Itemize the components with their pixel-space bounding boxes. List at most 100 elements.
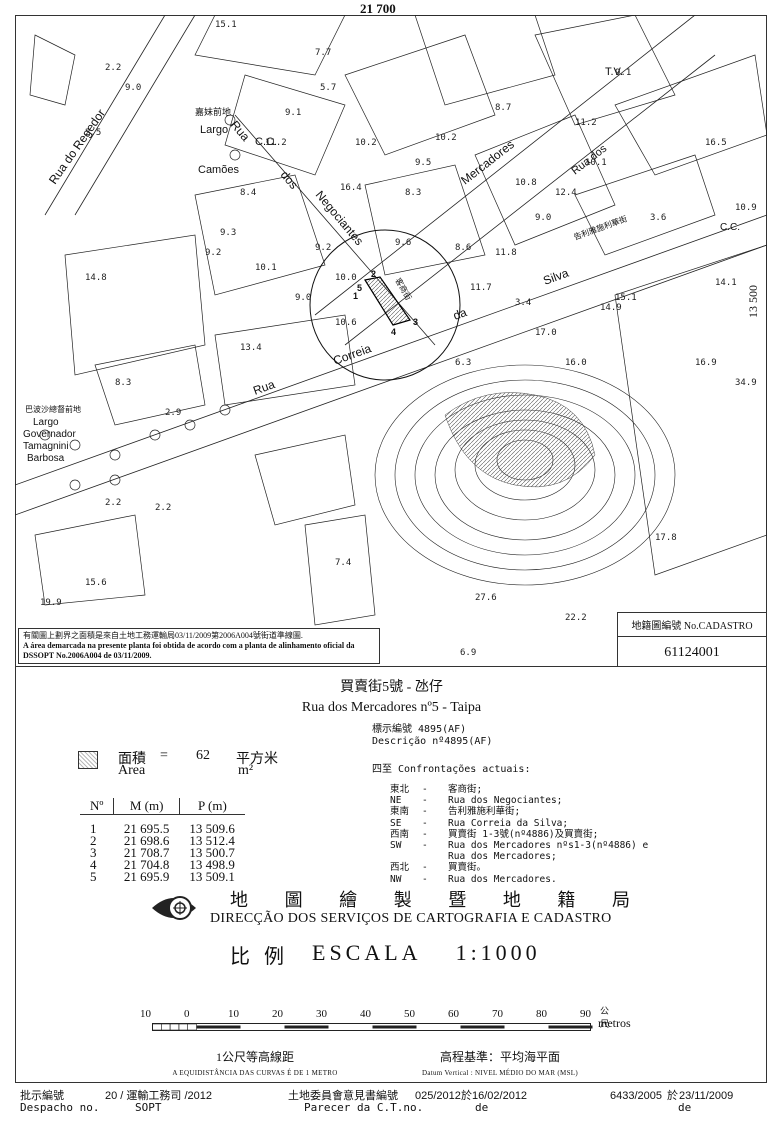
parecer-de: de bbox=[475, 1101, 489, 1114]
scale-bar-graphic bbox=[152, 1023, 593, 1031]
height-label: 10.1 bbox=[585, 158, 607, 168]
coord-m: 21 698.6 bbox=[123, 833, 170, 848]
height-label: 10.6 bbox=[335, 318, 357, 328]
height-label: 6.3 bbox=[455, 358, 471, 368]
description-zh: 標示編號 4895(AF) bbox=[372, 724, 467, 735]
height-label: 10.2 bbox=[435, 133, 457, 143]
height-label: 2.2 bbox=[105, 498, 121, 508]
height-label: 8.3 bbox=[115, 378, 131, 388]
cadastro-label: 地籍圖編號 No.CADASTRO bbox=[618, 613, 766, 637]
label-largo-camoes-2: Camões bbox=[198, 164, 239, 176]
confrontacao-row: NE-Rua dos Negociantes; bbox=[390, 795, 648, 806]
parecer-zh: 土地委員會意見書編號 bbox=[288, 1090, 398, 1102]
direction: SW bbox=[390, 840, 402, 852]
scale-title: 比 例 ESCALA 1:1000 bbox=[230, 940, 541, 969]
direction: 東南 bbox=[390, 806, 410, 818]
area-label-pt: Área bbox=[118, 763, 146, 778]
tree-icons bbox=[39, 114, 241, 491]
confrontacao-row: NW-Rua dos Mercadores. bbox=[390, 874, 648, 885]
area-unit-zh: 平方米 bbox=[236, 752, 278, 767]
document-frame bbox=[15, 15, 767, 1083]
height-label: 11.8 bbox=[495, 248, 517, 258]
agency-char: 局 bbox=[611, 890, 630, 910]
coord-p: 13 512.4 bbox=[189, 833, 235, 848]
datum-zh: 高程基準：平均海平面 bbox=[439, 1050, 560, 1064]
rua-regedor-edge-a bbox=[74, 15, 196, 216]
coord-m: 21 695.9 bbox=[123, 869, 170, 884]
point-3: 3 bbox=[413, 317, 418, 327]
agency-name-pt: DIRECÇÃO DOS SERVIÇOS DE CARTOGRAFIA E C… bbox=[210, 911, 612, 926]
area-eq: = bbox=[160, 748, 168, 763]
neighbor: Rua Correia da Silva; bbox=[448, 817, 569, 829]
coord-p: 13 500.7 bbox=[189, 845, 235, 860]
height-label: 15.1 bbox=[215, 20, 237, 30]
parecer-value: 025/2012 bbox=[415, 1090, 461, 1102]
col-header-p: P (m) bbox=[179, 798, 245, 815]
height-label: 19.9 bbox=[40, 598, 62, 608]
height-label: 27.6 bbox=[475, 593, 497, 603]
height-label: 10.1 bbox=[255, 263, 277, 273]
label-rua-correia-1: Rua bbox=[251, 377, 277, 398]
datum-info: 高程基準：平均海平面 Datum Vertical : NIVEL MÉDIO … bbox=[380, 1048, 620, 1077]
dash: - bbox=[422, 840, 428, 852]
height-label: 3.6 bbox=[650, 213, 666, 223]
label-rua-regedor: Rua do Regedor bbox=[46, 107, 108, 187]
height-label: 2.5 bbox=[85, 128, 101, 138]
scale-segment bbox=[372, 1025, 417, 1029]
label-rua-negociantes-3: Negociantes bbox=[313, 188, 367, 248]
height-label: 17.8 bbox=[655, 533, 677, 543]
title-pt: Rua dos Mercadores nº5 - Taipa bbox=[301, 700, 482, 715]
alignment-note: 有關圖上劃界之面積是來自土地工務運輸局03/11/2009第2006A004號街… bbox=[18, 628, 380, 664]
agency-char: 地 bbox=[502, 890, 521, 910]
height-label: 9.1 bbox=[285, 108, 301, 118]
height-label: 7.4 bbox=[335, 558, 351, 568]
point-no: 3 bbox=[90, 845, 97, 860]
dash: - bbox=[422, 795, 428, 807]
agency-char: 籍 bbox=[557, 890, 576, 910]
ref-value: 6433/2005 bbox=[610, 1090, 662, 1102]
coord-m: 21 708.7 bbox=[123, 845, 170, 860]
height-label: 17.0 bbox=[535, 328, 557, 338]
height-label: 14.8 bbox=[85, 273, 107, 283]
area-value: 62 bbox=[196, 748, 210, 763]
title-zh: 買賣街5號 - 氹仔 bbox=[340, 680, 443, 695]
table-row: 3 21 708.7 13 500.7 bbox=[80, 845, 245, 860]
neighbor: Rua dos Mercadores. bbox=[448, 873, 557, 885]
col-header-no: Nº bbox=[80, 798, 115, 815]
neighbor: Rua dos Mercadores; bbox=[448, 851, 557, 863]
scale-tick: 10 bbox=[228, 1008, 239, 1020]
coord-top-label: 21 700 bbox=[360, 1, 396, 16]
despacho-zh: 批示編號 bbox=[20, 1090, 64, 1102]
direction: 西南 bbox=[390, 828, 410, 840]
area-label-zh: 面積 bbox=[118, 752, 146, 767]
scale-zh-1: 比 bbox=[230, 946, 250, 968]
description: 標示編號 4895(AF) Descrição nº4895(AF) bbox=[372, 724, 492, 748]
vegetation-area bbox=[444, 392, 596, 488]
direction: SE bbox=[390, 817, 402, 829]
scale-tick: 80 bbox=[536, 1008, 547, 1020]
label-cc-1: C.C. bbox=[255, 136, 277, 148]
building-blocks bbox=[29, 15, 767, 626]
focus-circle bbox=[309, 229, 461, 381]
ref-date: 23/11/2009 bbox=[679, 1090, 734, 1102]
height-label: 2.2 bbox=[105, 63, 121, 73]
scale-tick: 90 bbox=[580, 1008, 591, 1020]
height-label: 3.4 bbox=[515, 298, 531, 308]
height-label: 2.9 bbox=[165, 408, 181, 418]
height-label: 9.0 bbox=[535, 213, 551, 223]
scale-segment bbox=[196, 1025, 241, 1029]
height-label: 9.0 bbox=[295, 293, 311, 303]
agency-char: 繪 bbox=[339, 890, 358, 910]
height-label: 11.2 bbox=[265, 138, 287, 148]
label-cc-2: C.C. bbox=[720, 222, 740, 233]
label-largo-tamagnini-3: Tamagnini bbox=[23, 441, 69, 452]
rua-negociantes-edge bbox=[234, 114, 436, 346]
label-largo-tamagnini-4: Barbosa bbox=[27, 453, 65, 464]
note-pt: A área demarcada na presente planta foi … bbox=[23, 641, 355, 660]
rua-correia-edge-a bbox=[15, 214, 767, 486]
neighbor: 買賣街。 bbox=[448, 862, 487, 874]
scale-tick: 70 bbox=[492, 1008, 503, 1020]
